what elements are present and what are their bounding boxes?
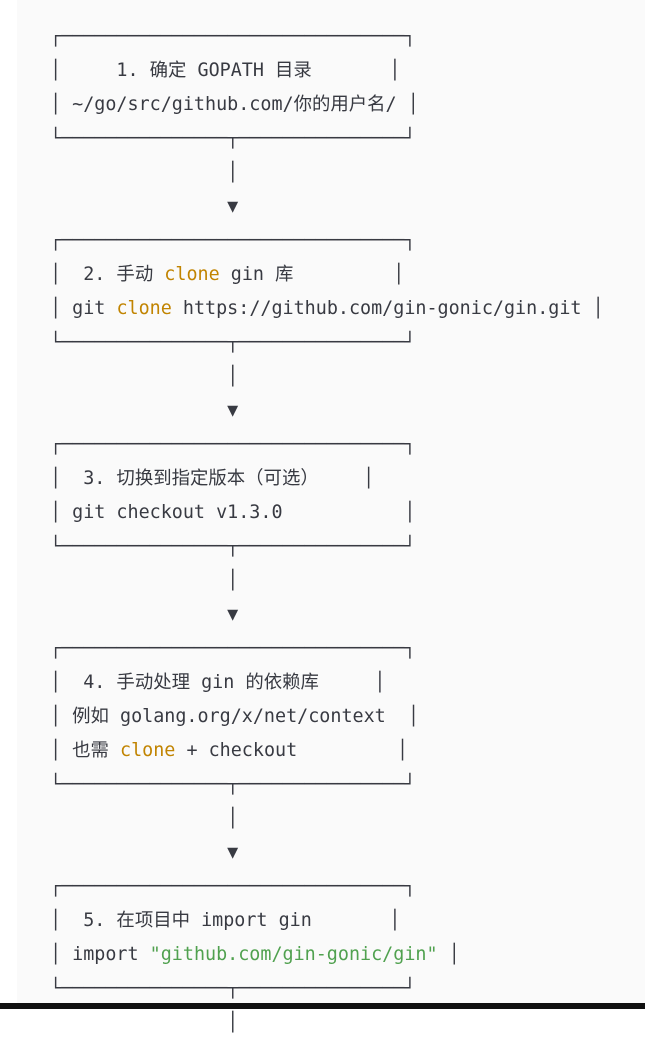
ascii-text: │ import (50, 944, 150, 965)
ascii-line: ┌───────────────────────────────┐ (50, 20, 645, 54)
ascii-line: │ 2. 手动 clone gin 库 │ (50, 258, 645, 292)
ascii-line: ┌───────────────────────────────┐ (50, 870, 645, 904)
ascii-line: │ (50, 360, 645, 394)
ascii-line: │ 3. 切换到指定版本（可选） │ (50, 462, 645, 496)
ascii-text: │ ~/go/src/github.com/你的用户名/ │ (50, 94, 419, 115)
ascii-text: └───────────────┬───────────────┘ (50, 332, 415, 353)
ascii-text: ┌───────────────────────────────┐ (50, 230, 415, 251)
ascii-text: │ git checkout v1.3.0 │ (50, 502, 415, 523)
ascii-text: │ (438, 944, 460, 965)
code-block: ┌───────────────────────────────┐ │ 1. 确定… (17, 0, 645, 1009)
ascii-line: ┌───────────────────────────────┐ (50, 224, 645, 258)
ascii-text: └───────────────┬───────────────┘ (50, 128, 415, 149)
ascii-text: ▼ (50, 604, 238, 625)
highlighted-token-orange: clone (116, 298, 171, 319)
ascii-text: ┌───────────────────────────────┐ (50, 26, 415, 47)
ascii-text: └───────────────┬───────────────┘ (50, 536, 415, 557)
ascii-text: ▼ (50, 842, 238, 863)
ascii-line: │ 4. 手动处理 gin 的依赖库 │ (50, 666, 645, 700)
ascii-line: │ 5. 在项目中 import gin │ (50, 904, 645, 938)
ascii-line: │ git checkout v1.3.0 │ (50, 496, 645, 530)
ascii-line: │ (50, 156, 645, 190)
ascii-text: ┌───────────────────────────────┐ (50, 876, 415, 897)
ascii-line: └───────────────┬───────────────┘ (50, 326, 645, 360)
ascii-text: ┌───────────────────────────────┐ (50, 638, 415, 659)
ascii-line: │ 1. 确定 GOPATH 目录 │ (50, 54, 645, 88)
ascii-line: └───────────────┬───────────────┘ (50, 972, 645, 1006)
ascii-line: ▼ (50, 836, 645, 870)
ascii-line: │ (50, 802, 645, 836)
ascii-line: └───────────────┬───────────────┘ (50, 122, 645, 156)
ascii-line: ┌───────────────────────────────┐ (50, 428, 645, 462)
ascii-text: │ 例如 golang.org/x/net/context │ (50, 706, 419, 727)
ascii-text: │ 2. 手动 (50, 264, 164, 285)
ascii-text: gin 库 │ (220, 264, 404, 285)
ascii-text: │ (50, 366, 238, 387)
ascii-text: ▼ (50, 400, 238, 421)
ascii-line: │ 也需 clone + checkout │ (50, 734, 645, 768)
ascii-line: │ 例如 golang.org/x/net/context │ (50, 700, 645, 734)
ascii-text: + checkout │ (175, 740, 408, 761)
ascii-text: │ 1. 确定 GOPATH 目录 │ (50, 60, 400, 81)
ascii-text: │ (50, 1012, 238, 1033)
ascii-line: ▼ (50, 598, 645, 632)
ascii-text: └───────────────┬───────────────┘ (50, 978, 415, 999)
ascii-line: ┌───────────────────────────────┐ (50, 632, 645, 666)
ascii-text: │ 3. 切换到指定版本（可选） │ (50, 468, 374, 489)
ascii-line: ▼ (50, 394, 645, 428)
bottom-border-bar (0, 1003, 645, 1009)
highlighted-token-orange: clone (164, 264, 219, 285)
ascii-text: │ 5. 在项目中 import gin │ (50, 910, 400, 931)
ascii-text: │ 也需 (50, 740, 120, 761)
ascii-line: └───────────────┬───────────────┘ (50, 768, 645, 802)
ascii-line: │ (50, 564, 645, 598)
ascii-text: │ (50, 162, 238, 183)
ascii-line: │ git clone https://github.com/gin-gonic… (50, 292, 645, 326)
ascii-text: https://github.com/gin-gonic/gin.git │ (172, 298, 604, 319)
ascii-text: │ git (50, 298, 116, 319)
ascii-text: ▼ (50, 196, 238, 217)
highlighted-token-orange: clone (120, 740, 175, 761)
ascii-line: └───────────────┬───────────────┘ (50, 530, 645, 564)
ascii-line: │ (50, 1006, 645, 1040)
ascii-text: │ (50, 570, 238, 591)
highlighted-token-green: "github.com/gin-gonic/gin" (150, 944, 438, 965)
ascii-line: │ ~/go/src/github.com/你的用户名/ │ (50, 88, 645, 122)
ascii-text: │ (50, 808, 238, 829)
ascii-text: │ 4. 手动处理 gin 的依赖库 │ (50, 672, 385, 693)
ascii-text: ┌───────────────────────────────┐ (50, 434, 415, 455)
ascii-flowchart: ┌───────────────────────────────┐ │ 1. 确定… (17, 0, 645, 1040)
ascii-text: └───────────────┬───────────────┘ (50, 774, 415, 795)
ascii-line: ▼ (50, 190, 645, 224)
ascii-line: │ import "github.com/gin-gonic/gin" │ (50, 938, 645, 972)
